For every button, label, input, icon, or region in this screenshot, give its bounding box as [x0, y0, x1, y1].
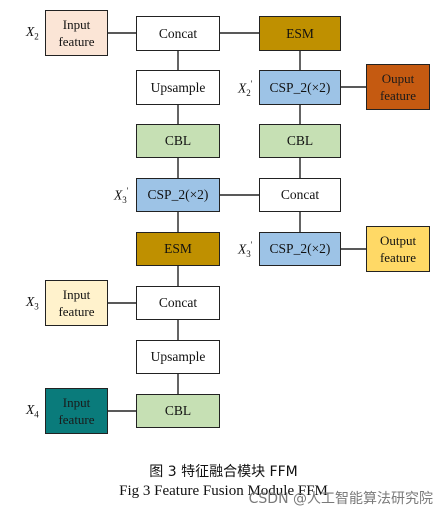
output-2-line1: Output [379, 233, 417, 248]
input-x2-line1: Input [62, 17, 91, 32]
watermark: CSDN @人工智能算法研究院 [248, 491, 433, 507]
csp-left-node: CSP_2(×2) [136, 178, 220, 212]
caption-english: Fig 3 Feature Fusion Module FFM [119, 483, 328, 499]
upsample-node-1: Upsample [136, 70, 220, 105]
input-feature-x3: Input feature [45, 280, 108, 326]
esm-right-node: ESM [259, 16, 341, 51]
concat-top-node: Concat [136, 16, 220, 51]
label-x3-input: X3 [26, 294, 39, 312]
output-feature-1: Ouput feature [366, 64, 430, 110]
csp-right-node-1: CSP_2(×2) [259, 70, 341, 105]
output-feature-2: Output feature [366, 226, 430, 272]
label-x3-prime-left: X3' [114, 186, 129, 206]
label-x3-prime-right: X3' [238, 240, 253, 260]
cbl-right-node: CBL [259, 124, 341, 158]
label-x4-input: X4 [26, 402, 39, 420]
input-feature-x4: Input feature [45, 388, 108, 434]
cbl-node-1: CBL [136, 124, 220, 158]
concat-mid-node: Concat [136, 286, 220, 320]
output-2-line2: feature [379, 250, 417, 265]
csp-right-node-2: CSP_2(×2) [259, 232, 341, 266]
esm-left-node: ESM [136, 232, 220, 266]
input-x3-line1: Input [62, 287, 91, 302]
label-x2-input: X2 [26, 24, 39, 42]
input-feature-x2: Input feature [45, 10, 108, 56]
caption-chinese: 图 3 特征融合模块 FFM [149, 464, 298, 480]
input-x4-line1: Input [62, 395, 91, 410]
output-1-line2: feature [379, 88, 417, 103]
concat-right-node: Concat [259, 178, 341, 212]
input-x3-line2: feature [58, 304, 95, 319]
upsample-node-2: Upsample [136, 340, 220, 374]
cbl-bottom-node: CBL [136, 394, 220, 428]
output-1-line1: Ouput [381, 71, 415, 86]
input-x2-line2: feature [58, 34, 95, 49]
input-x4-line2: feature [58, 412, 95, 427]
label-x2-prime: X2' [238, 79, 253, 99]
